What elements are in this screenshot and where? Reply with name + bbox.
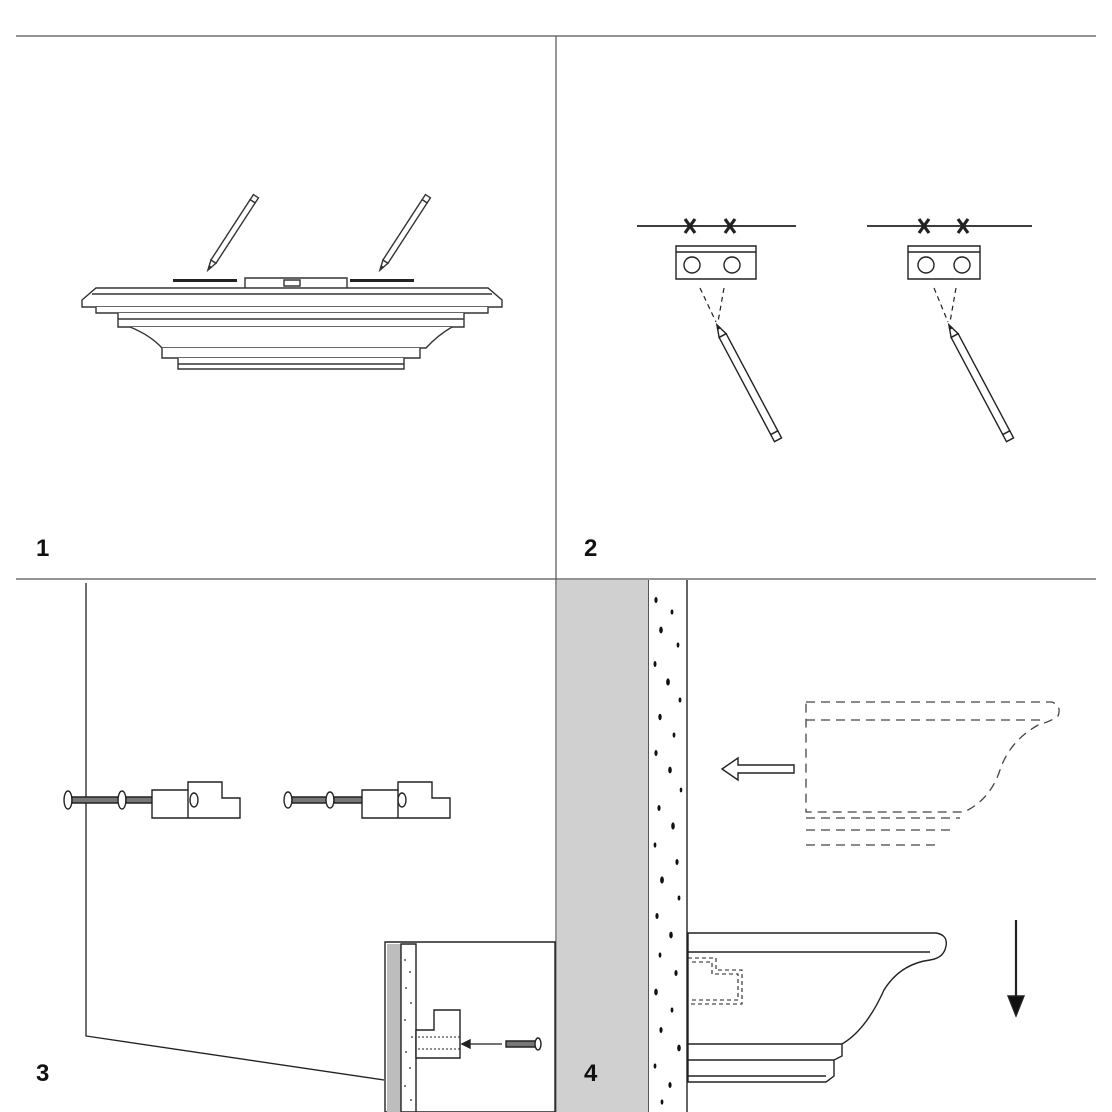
- step-number-3: 3: [36, 1060, 50, 1087]
- pencil-icon: [713, 323, 781, 442]
- bracket-icon: [152, 782, 240, 818]
- panel-1-shelf-marking: [82, 195, 502, 369]
- panel-4-shelf-hanging: [557, 580, 1059, 1112]
- arrow-down-icon: [1008, 920, 1024, 1016]
- shelf-installed: [688, 933, 946, 1082]
- step-number-2: 2: [584, 535, 598, 562]
- pencil-icon: [945, 323, 1013, 442]
- screw-icon: [284, 792, 386, 808]
- pencil-icon: [377, 195, 430, 272]
- inset-detail: [385, 942, 555, 1112]
- step-number-4: 4: [584, 1060, 598, 1087]
- pencil-icon: [205, 195, 258, 272]
- pencil-mark-right: [350, 279, 414, 282]
- bracket-icon: [908, 246, 980, 279]
- x-mark-icon: [685, 219, 735, 233]
- step-number-1: 1: [36, 535, 50, 562]
- drywall-texture: [653, 597, 683, 1105]
- wall: [557, 580, 649, 1112]
- bracket-icon: [362, 782, 450, 818]
- pencil-mark-left: [173, 279, 237, 282]
- panel-3-bracket-screwing: [64, 583, 555, 1112]
- panel-2-bracket-marking: [637, 219, 1032, 442]
- bracket-icon: [676, 246, 756, 279]
- panel-grid: [16, 36, 1096, 1112]
- screw-icon: [506, 1038, 541, 1050]
- shelf-ghost-outline: [806, 702, 1059, 845]
- arrow-left-icon: [722, 758, 794, 780]
- x-mark-icon: [919, 219, 968, 233]
